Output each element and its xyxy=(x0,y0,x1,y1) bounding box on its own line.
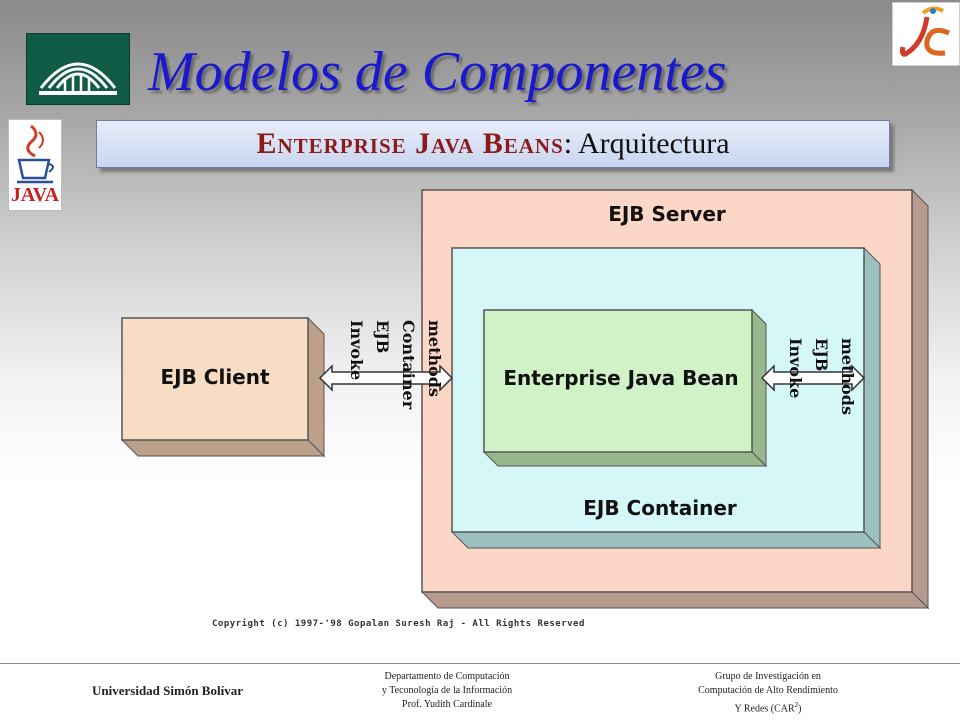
subtitle-separator: : xyxy=(563,127,573,160)
right-arrow-line-2: EJB xyxy=(812,338,831,371)
bean-container-arrow xyxy=(760,364,866,392)
client-container-arrow xyxy=(318,364,454,392)
left-arrow-line-4: methods xyxy=(425,320,444,397)
enterprise-java-bean-box xyxy=(482,308,768,468)
right-arrow-label: Invoke EJB methods xyxy=(786,338,857,415)
svg-text:Invoke EJB Contain: Invoke EJB Container methods xyxy=(347,320,444,415)
java-logo-text: JAVA xyxy=(10,184,60,206)
left-arrow-label: Invoke EJB Container methods xyxy=(347,320,444,415)
footer-group-close: ) xyxy=(798,703,802,715)
ejb-client-label: EJB Client xyxy=(160,365,270,389)
footer-dept-line-3: Prof. Yudith Cardinale xyxy=(402,699,492,710)
footer-group-line-3: Y Redes (CAR2) xyxy=(672,698,864,716)
enterprise-java-bean-label: Enterprise Java Bean xyxy=(503,366,738,390)
subtitle-main: Enterprise Java Beans xyxy=(256,127,564,160)
footer-group-line-2: Computación de Alto Rendimiento xyxy=(698,685,838,696)
right-arrow-line-3: methods xyxy=(838,338,857,415)
ejb-container-label: EJB Container xyxy=(583,496,737,520)
left-arrow-line-3: Container xyxy=(399,320,418,410)
footer-department: Departamento de Computación y Teconologí… xyxy=(340,670,554,712)
footer-university: Universidad Simón Bolívar xyxy=(92,683,243,698)
java-logo: JAVA xyxy=(8,119,62,211)
copyright-notice: Copyright (c) 1997-'98 Gopalan Suresh Ra… xyxy=(212,619,585,629)
subtitle-rest: Arquitectura xyxy=(572,127,730,160)
right-arrow-line-1: Invoke xyxy=(786,338,805,398)
left-arrow-line-1: Invoke xyxy=(347,320,366,380)
ejb-client-box xyxy=(120,316,326,458)
subtitle-banner: Enterprise Java Beans: Arquitectura xyxy=(96,120,890,168)
java-cup-icon xyxy=(17,124,54,184)
ejb-server-label: EJB Server xyxy=(608,202,726,226)
usb-logo xyxy=(26,33,130,105)
footer-divider xyxy=(0,663,960,664)
usb-arch-icon xyxy=(39,62,117,95)
footer-dept-line-1: Departamento de Computación xyxy=(384,671,510,682)
footer-research-group: Grupo de Investigación en Computación de… xyxy=(672,670,864,716)
jc-logo xyxy=(892,2,960,66)
page-title: Modelos de Componentes xyxy=(148,41,727,103)
svg-text:Invoke EJB methods: Invoke EJB methods xyxy=(786,338,857,415)
left-arrow-line-2: EJB xyxy=(373,320,392,353)
jc-swirl-icon xyxy=(900,6,951,57)
footer-group-line-1: Grupo de Investigación en xyxy=(715,671,821,682)
footer-group-sup: 2 xyxy=(794,701,799,709)
footer-group-line-3-text: Y Redes (CAR xyxy=(734,703,795,715)
footer-dept-line-2: y Teconología de la Información xyxy=(381,685,513,696)
